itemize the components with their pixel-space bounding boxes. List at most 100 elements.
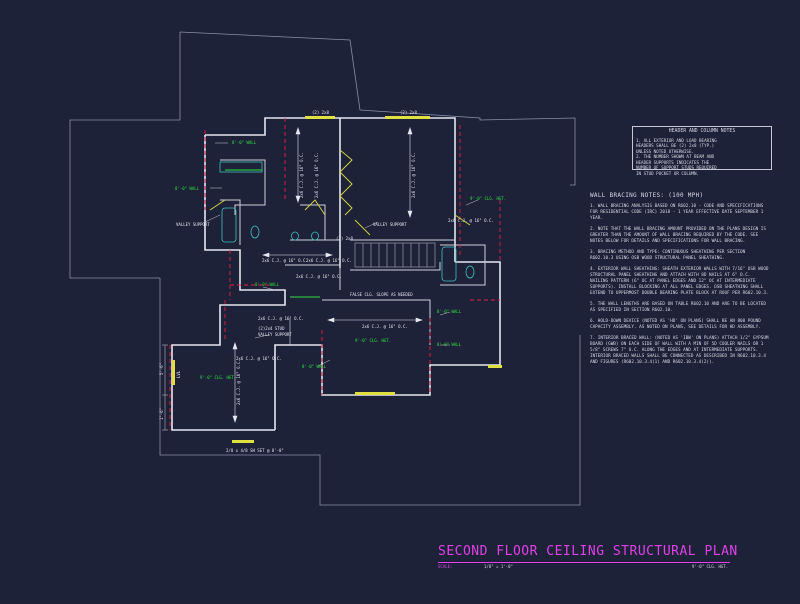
label-cj-2: 2x6 C.J. @ 16" O.C. (306, 258, 352, 263)
header-notes-line: NUMBER OF SUPPORT STUDS REQUIRED (636, 165, 717, 170)
label-valley-1: VALLEY SUPPORT (176, 222, 210, 227)
drawing-title: SECOND FLOOR CEILING STRUCTURAL PLAN (438, 544, 738, 559)
bedroom-partition (285, 264, 341, 290)
bracing-note: 4. EXTERIOR WALL SHEATHING: SHEATH EXTER… (590, 267, 769, 296)
header-notes-line: HEADER SUPPORTS INDICATES THE (636, 159, 710, 165)
label-cj-7: 2x6 C.J. @ 16" O.C. (448, 218, 494, 223)
header-right (488, 365, 502, 368)
header-column-notes: HEADER AND COLUMN NOTES 1. ALL EXTERIOR … (632, 126, 772, 176)
valley-lines (209, 149, 471, 236)
bracing-note: 5. THE WALL LENGTHS ARE BASED ON TABLE R… (590, 302, 766, 313)
tub-fixture-2 (441, 246, 457, 282)
valley-line-1 (339, 149, 353, 216)
label-cj-5: 2x6 C.J. @ 16" O.C. (362, 324, 408, 329)
label-dim-left-2: 1'-6" (159, 408, 164, 420)
label-vert-cj-1: 2x6 C.J. @ 16" O.C. (299, 152, 304, 198)
sink-fixture (291, 231, 299, 241)
bracing-note: 1. WALL BRACING ANALYSIS BASED ON R602.1… (590, 204, 764, 221)
label-hdr-top-2: (2) 2x8 (400, 110, 417, 115)
bracing-note: 2. NOTE THAT THE WALL BRACING AMOUNT PRO… (590, 227, 766, 244)
label-clg-hgt-1: 9'-0" CLG. HGT. (470, 196, 506, 201)
header-notes-title: HEADER AND COLUMN NOTES (668, 129, 736, 134)
header-notes-line: HEADERS SHALL BE (2) 2x8 (TYP.) (636, 143, 715, 148)
left-dimension (162, 344, 168, 431)
sink-fixture-2 (311, 231, 319, 241)
header-notes-line: 1. ALL EXTERIOR AND LOAD BEARING (636, 137, 717, 143)
bracing-note: 6. HOLD-DOWN DEVICE (NOTED AS 'HD' ON PL… (590, 319, 761, 330)
bracing-note: 3. BRACING METHOD AND TYPE: CONTINUOUS S… (590, 250, 746, 261)
label-dim-left-1: 5'-6" (159, 363, 164, 375)
plate-height: 9'-0" CLG. HGT. (692, 564, 729, 569)
headers (172, 116, 502, 443)
label-hdr-mid: (2) 2x8 (336, 236, 353, 241)
title-block: SECOND FLOOR CEILING STRUCTURAL PLAN SCA… (438, 544, 738, 569)
toilet-fixture (250, 225, 260, 239)
tub-fixture (221, 207, 237, 243)
label-clg-hgt-3: 9'-0" CLG. HGT. (200, 375, 236, 380)
fixtures (219, 161, 475, 282)
bath-wall-1 (220, 159, 266, 215)
joist-span-arrows (232, 127, 423, 423)
label-false-clg: FALSE CLG. SLOPE AS NEEDED (350, 292, 413, 297)
exterior-wall-south (274, 344, 500, 430)
title-underline (438, 562, 730, 563)
label-hdr-top-1: (2) 2x8 (312, 110, 329, 115)
roof-outline-lower (159, 278, 581, 506)
label-cj-3: 2x6 C.J. @ 16" O.C. (296, 274, 342, 279)
leaders (204, 142, 479, 367)
roof-outline-main (179, 31, 576, 186)
stair-wall-bottom (350, 262, 441, 271)
header-top-1 (305, 116, 335, 119)
label-wall-1: 8'-0" WALL (232, 140, 257, 145)
valley-line-4 (209, 199, 226, 211)
label-valley-2: VALLEY SUPPORT (373, 222, 407, 227)
header-top-2 (385, 116, 430, 119)
label-cj-4: 2x6 C.J. @ 16" O.C. (258, 316, 304, 321)
label-vert-cj-4: 2x6 C.J. @ 16" O.C. (236, 359, 241, 405)
roof-outline-left (69, 32, 181, 279)
vanity-fixture (219, 161, 263, 173)
toilet-fixture-2 (465, 265, 475, 279)
wall-bracing-notes: WALL BRACING NOTES: (100 MPH) 1. WALL BR… (590, 193, 770, 371)
label-valley-3: VALLEY SUPPORT (258, 332, 292, 337)
exterior-wall-north (205, 117, 456, 262)
label-vert-cj-2: 2x6 C.J. @ 16" O.C. (411, 152, 416, 198)
label-lvl: LVL (176, 370, 181, 378)
label-cj-6: 2x6 C.J. @ 16" O.C. (236, 356, 282, 361)
label-wall-5: 8'-0" WALL (437, 309, 462, 314)
label-cj-1: 2x6 C.J. @ 16" O.C. (262, 258, 308, 263)
label-wall-3: 8'-0" WALL (255, 282, 280, 287)
header-bottom (232, 440, 254, 443)
header-notes-line: 2. THE NUMBER SHOWN AT BEAM AND (636, 154, 715, 159)
pocket-wall (300, 204, 326, 240)
stair (354, 242, 436, 268)
header-notes-line: IN STUD POCKET OR COLUMN. (636, 170, 700, 176)
bracing-note: 7. INTERIOR BRACED WALL: (NOTED AS 'IBW'… (590, 336, 769, 365)
exterior-wall-east (455, 261, 501, 365)
label-wall-6: 8'-0" WALL (437, 342, 462, 347)
valley-line-2 (304, 199, 326, 216)
label-hdr-bottom: 2/8 x 4/8 SH SET @ 8'-0" (226, 448, 284, 453)
label-clg-hgt-2: 9'-0" CLG. HGT. (355, 338, 391, 343)
label-stud: (2)2x4 STUD (258, 326, 285, 331)
valley-line-3 (354, 219, 371, 236)
label-vert-cj-3: 2x6 C.J. @ 16" O.C. (314, 152, 319, 198)
header-notes-line: UNLESS NOTED OTHERWISE. (636, 148, 694, 154)
valley-line-5 (454, 214, 471, 226)
closet-wall (220, 199, 241, 245)
header-center (355, 392, 395, 395)
roof-outline (69, 31, 581, 506)
label-wall-2: 8'-0" WALL (175, 186, 200, 191)
label-wall-4: 8'-0" WALL (302, 364, 327, 369)
plan-labels: 8'-0" WALL 8'-0" WALL VALLEY SUPPORT VAL… (159, 110, 506, 453)
green-lines (225, 169, 320, 298)
scale-value: 1/8" = 1'-0" (484, 564, 513, 569)
right-bath (440, 244, 486, 286)
bracing-notes-title: WALL BRACING NOTES: (100 MPH) (590, 192, 704, 199)
header-left (172, 360, 175, 385)
scale-label: SCALE: (438, 564, 453, 569)
bracing-lines (169, 118, 501, 430)
center-room (322, 299, 431, 345)
